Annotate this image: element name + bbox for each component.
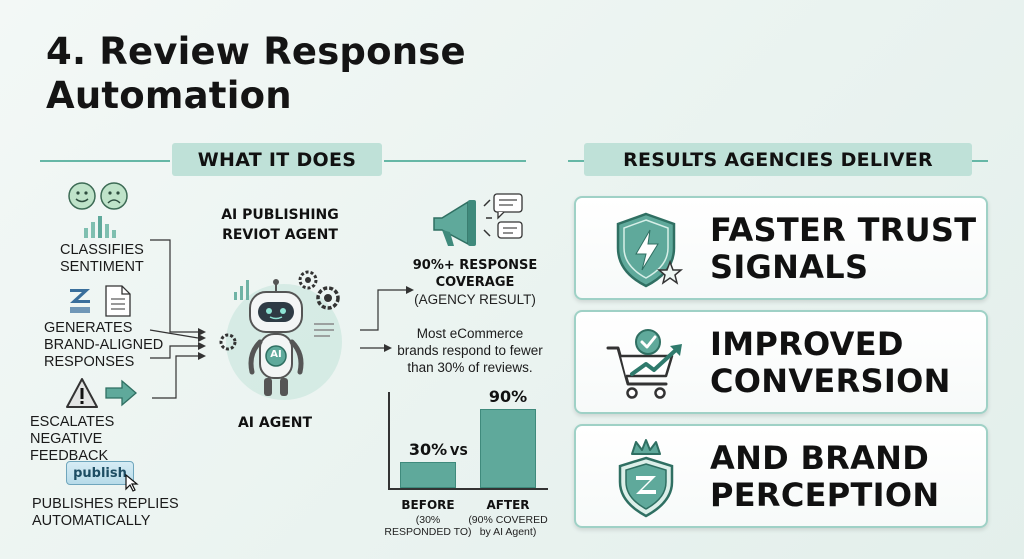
result-title-line1: AND BRAND xyxy=(710,439,930,477)
agent-badge: AI xyxy=(270,349,282,360)
section-divider xyxy=(40,160,170,162)
result-title-line1: FASTER TRUST xyxy=(710,211,977,249)
chart-category-label: BEFORE xyxy=(401,498,455,512)
result-title-line1: IMPROVED xyxy=(710,325,904,363)
feature-label-generates: GENERATES BRAND-ALIGNED RESPONSES xyxy=(44,320,164,370)
feature-label-classifies: CLASSIFIES SENTIMENT xyxy=(60,242,144,275)
cursor-icon xyxy=(125,474,139,492)
chart-axis-y xyxy=(388,392,390,489)
section-divider xyxy=(972,160,988,162)
result-card-conversion: IMPROVED CONVERSION xyxy=(574,310,988,414)
agent-caption: AI AGENT xyxy=(237,415,313,431)
chart-value-label: 30% xyxy=(408,440,448,459)
shield-lightning-icon xyxy=(616,212,684,288)
result-title-line2: CONVERSION xyxy=(710,362,951,400)
section-divider xyxy=(568,160,584,162)
page-title: 4. Review Response Automation xyxy=(46,30,466,117)
cart-trend-icon xyxy=(606,329,682,399)
chart-axis-x xyxy=(388,488,548,490)
coverage-subtitle: (AGENCY RESULT) xyxy=(414,292,536,307)
section-header-what-it-does: WHAT IT DOES xyxy=(172,143,382,176)
chart-category-sublabel: (90% COVERED by AI Agent) xyxy=(468,514,548,538)
megaphone-icon xyxy=(433,193,523,246)
chart-category-label: AFTER xyxy=(486,498,530,512)
result-title-line2: PERCEPTION xyxy=(710,476,940,514)
section-header-results: RESULTS AGENCIES DELIVER xyxy=(584,143,972,176)
publish-button[interactable]: publish xyxy=(66,461,134,485)
chart-value-label: 90% xyxy=(488,387,528,406)
result-title-line2: SIGNALS xyxy=(710,248,869,286)
document-icon xyxy=(70,285,131,317)
agent-title-line2: REVIOT AGENT xyxy=(222,227,338,243)
crown-shield-icon xyxy=(618,439,674,518)
chart-category-sublabel: (30% RESPONDED TO) xyxy=(384,514,472,538)
coverage-title-line1: 90%+ RESPONSE xyxy=(412,258,538,273)
coverage-note-line2: brands respond to fewer xyxy=(397,343,543,358)
chart-separator: VS xyxy=(450,444,468,458)
result-card-brand: AND BRAND PERCEPTION xyxy=(574,424,988,528)
coverage-note-line3: than 30% of reviews. xyxy=(407,360,533,375)
feature-label-escalates: ESCALATES NEGATIVE FEEDBACK xyxy=(30,414,115,464)
warning-icon xyxy=(66,378,137,408)
agent-title-line1: AI PUBLISHING xyxy=(221,207,339,223)
before-after-chart: VS 30% BEFORE (30% RESPONDED TO) 90% AFTER (9… xyxy=(384,380,554,555)
robot-icon xyxy=(219,270,342,400)
coverage-note-line1: Most eCommerce xyxy=(416,326,524,341)
section-divider xyxy=(384,160,526,162)
chart-bar-after xyxy=(480,409,536,488)
chart-bar-before xyxy=(400,462,456,488)
sentiment-faces-icon xyxy=(68,182,128,238)
result-card-trust: FASTER TRUST SIGNALS xyxy=(574,196,988,300)
feature-label-publishes: PUBLISHES REPLIES AUTOMATICALLY xyxy=(32,496,179,529)
coverage-title-line2: COVERAGE xyxy=(435,275,515,290)
